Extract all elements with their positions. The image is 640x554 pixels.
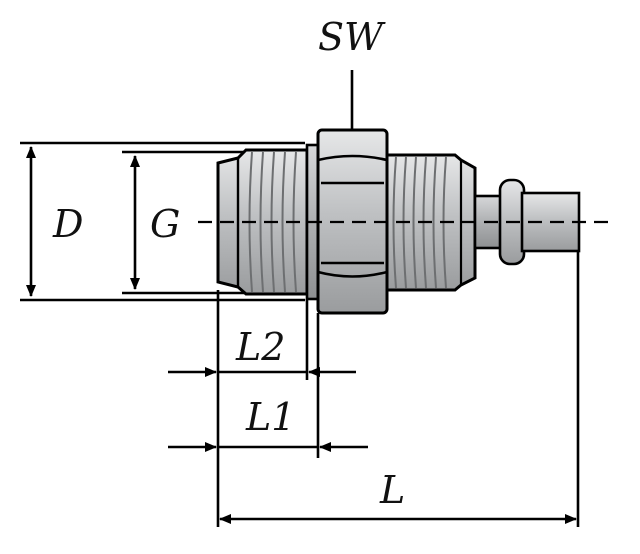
l-label: L (379, 468, 405, 512)
d-label: D (52, 202, 83, 246)
dimension-sw: SW (318, 15, 386, 130)
l2-label: L2 (235, 325, 285, 369)
g-label-bg (148, 200, 190, 244)
sw-label: SW (318, 15, 386, 59)
g-label: G (150, 202, 180, 246)
dimension-d: D (20, 141, 305, 302)
hex-edge-bottom (317, 270, 388, 278)
dimension-l: L (219, 251, 580, 527)
dimension-g: G (122, 150, 246, 295)
d-label-bg (50, 200, 90, 244)
dimension-l2: L2 (168, 290, 356, 527)
dimension-l1: L1 (168, 313, 368, 458)
l1-label: L1 (245, 395, 295, 439)
hex-edge-top (317, 154, 388, 162)
